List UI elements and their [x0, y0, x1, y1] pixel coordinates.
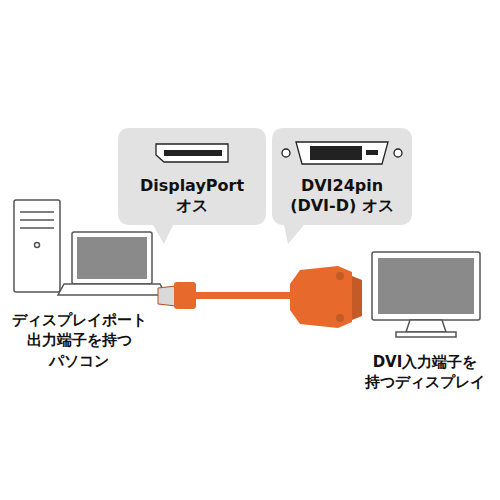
laptop: [58, 232, 166, 295]
device-label: DVI入力端子を 持つディスプレイ: [356, 352, 494, 393]
dvi-icon: [282, 142, 402, 164]
callout-bubble: DisplayPort オス: [118, 128, 266, 244]
monitor: [372, 252, 480, 337]
callout-bubble: DVI24pin (DVI-D) オス: [272, 128, 412, 244]
device-label: ディスプレイポート 出力端子を持つ パソコン: [4, 310, 154, 371]
connector-name: DVI24pin (DVI-D) オス: [283, 176, 401, 216]
pc-tower: [14, 200, 60, 292]
displayport-icon: [156, 144, 228, 162]
connector-name: DisplayPort オス: [133, 176, 251, 216]
cable: [158, 266, 362, 328]
